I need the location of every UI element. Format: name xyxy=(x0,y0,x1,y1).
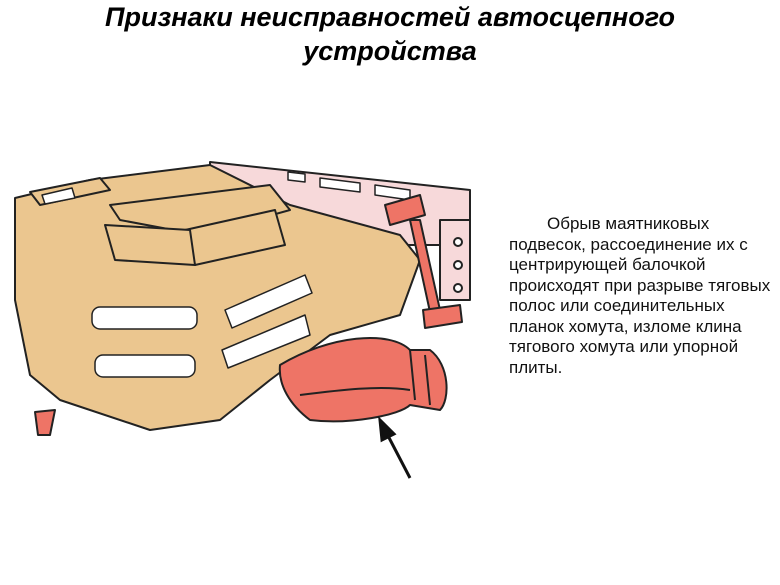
coupler-head xyxy=(278,337,448,423)
description-line: плиты. xyxy=(509,357,563,377)
slide-title: Признаки неисправностей автосцепного уст… xyxy=(0,0,780,68)
coupler-illustration xyxy=(14,161,471,479)
description-line: планок хомута, изломе клина xyxy=(509,316,742,336)
slide-title-line-2: устройства xyxy=(303,36,477,66)
bottom-lug xyxy=(34,409,56,436)
hanger xyxy=(384,194,463,329)
description-line: тягового хомута или упорной xyxy=(509,337,739,356)
arrow-icon xyxy=(378,415,412,479)
description-text: Обрыв маятниковых подвесок, рассоединени… xyxy=(509,214,779,378)
description-line: центрирующей балочкой xyxy=(509,255,706,274)
centering-beam xyxy=(209,161,471,301)
description-line: Обрыв маятниковых xyxy=(547,214,710,233)
description-line: происходят при разрыве тяговых xyxy=(509,275,771,295)
slide-title-line-1: Признаки неисправностей автосцепного xyxy=(105,2,675,32)
description-line: полос или соединительных xyxy=(509,296,725,315)
description-line: подвесок, рассоединение их с xyxy=(509,234,748,254)
